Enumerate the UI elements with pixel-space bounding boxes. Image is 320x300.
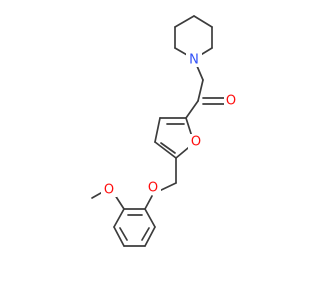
bond — [119, 227, 128, 241]
furan-oxygen-atom: O — [191, 135, 201, 150]
bond — [154, 117, 161, 143]
bond — [144, 195, 153, 210]
bond — [185, 100, 199, 119]
bond — [113, 226, 125, 247]
nitrogen-atom: N — [189, 53, 199, 68]
bond — [141, 227, 150, 241]
bond — [197, 79, 204, 102]
bond — [144, 208, 156, 228]
bond-layer — [91, 15, 227, 247]
bond — [154, 141, 177, 159]
bond — [144, 226, 156, 247]
bond — [193, 15, 213, 28]
atom-layer: N O O O O — [101, 52, 240, 198]
molecule-diagram: N O O O O — [91, 15, 240, 247]
methoxy-oxygen-atom: O — [104, 183, 114, 198]
carbonyl-oxygen-atom: O — [226, 94, 236, 109]
bond — [113, 208, 125, 228]
bond — [174, 15, 195, 28]
bond — [160, 142, 176, 154]
ether-oxygen-atom: O — [148, 181, 158, 196]
